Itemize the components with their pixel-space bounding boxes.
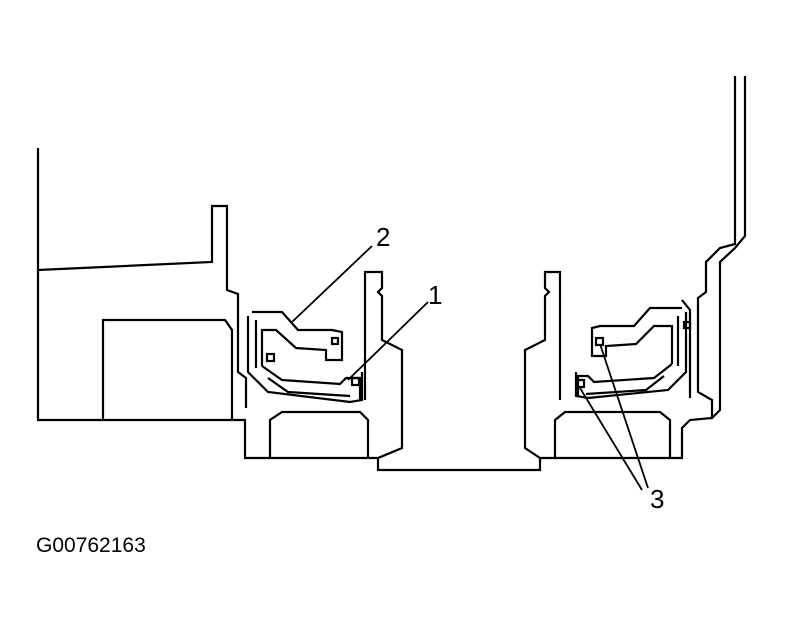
leader-line-3b — [579, 387, 643, 491]
figure-id-label: G00762163 — [36, 534, 146, 557]
left-seal-assembly — [246, 310, 364, 404]
part-3-seal-pad-lower — [575, 378, 586, 389]
housing-outline — [36, 76, 747, 472]
leader-line-3a — [599, 343, 649, 489]
part-3-seal-pad-upper — [594, 336, 605, 347]
leader-line-2 — [291, 245, 373, 323]
callout-2-label: 2 — [376, 222, 390, 252]
callout-3-label: 3 — [650, 484, 664, 514]
leader-line-1 — [347, 301, 429, 381]
leader-lines — [291, 245, 649, 491]
callout-1-label: 1 — [428, 280, 442, 310]
right-seal-assembly — [574, 306, 692, 400]
